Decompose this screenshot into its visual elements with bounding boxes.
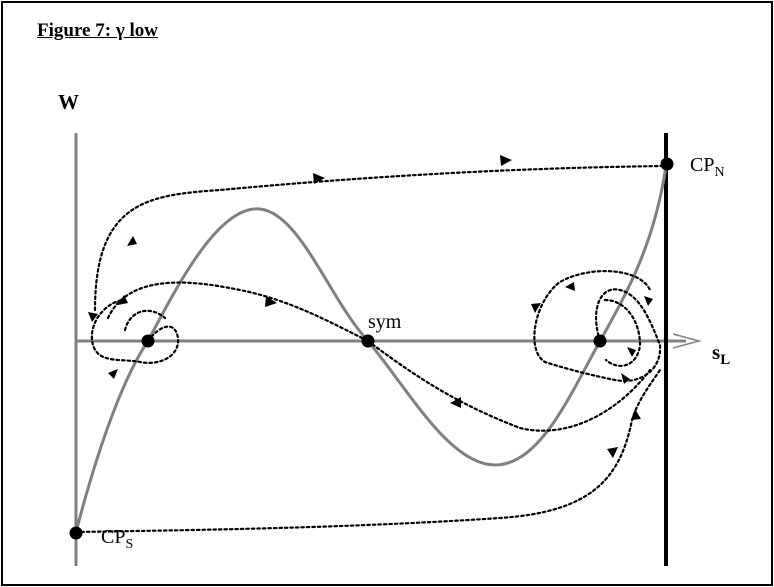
vertical-axis-label: W xyxy=(58,90,79,114)
arrow-right-7 xyxy=(631,409,641,420)
equilibrium-curve xyxy=(74,165,668,533)
trajectory-left-spiral xyxy=(90,298,180,364)
arrow-top-left xyxy=(127,236,137,246)
cp-south-point xyxy=(69,526,83,540)
sym-point-label: sym xyxy=(368,311,402,333)
horizontal-axis-arrow xyxy=(672,333,702,349)
arrow-left-mid-1 xyxy=(118,295,128,305)
trajectory-right-spiral xyxy=(533,270,662,383)
cp-south-label: CPS xyxy=(101,526,134,552)
arrow-right-6 xyxy=(607,447,618,458)
horizontal-axis-label: sL xyxy=(712,340,731,368)
arrow-right-4 xyxy=(627,347,636,357)
arrow-mid-lower xyxy=(450,397,461,408)
arrow-right-5 xyxy=(621,373,630,384)
arrow-top-1 xyxy=(500,155,512,166)
trajectory-right-lower xyxy=(366,339,652,432)
trajectory-group xyxy=(74,164,668,534)
arrow-left-bottom xyxy=(108,369,118,379)
equilibrium-sym-point xyxy=(361,334,375,348)
arrow-top-2 xyxy=(313,173,325,184)
cp-north-point xyxy=(660,157,674,171)
arrow-right-1 xyxy=(531,303,541,313)
equilibrium-right-point xyxy=(593,334,607,348)
trajectory-left-inner xyxy=(123,309,167,332)
cp-north-label: CPN xyxy=(690,154,725,180)
figure-title: Figure 7: γ low xyxy=(37,20,158,41)
trajectory-right-inner xyxy=(603,298,642,367)
trajectory-top xyxy=(93,164,668,312)
arrow-right-2 xyxy=(565,282,575,291)
arrow-left-inner xyxy=(88,312,98,322)
trajectory-left-mid xyxy=(106,281,370,343)
equilibrium-left-point xyxy=(141,334,155,348)
gamma-symbol: γ xyxy=(115,20,125,41)
arrow-right-3 xyxy=(644,296,653,306)
arrowhead-group xyxy=(88,155,653,458)
arrow-left-mid-2 xyxy=(265,296,277,307)
